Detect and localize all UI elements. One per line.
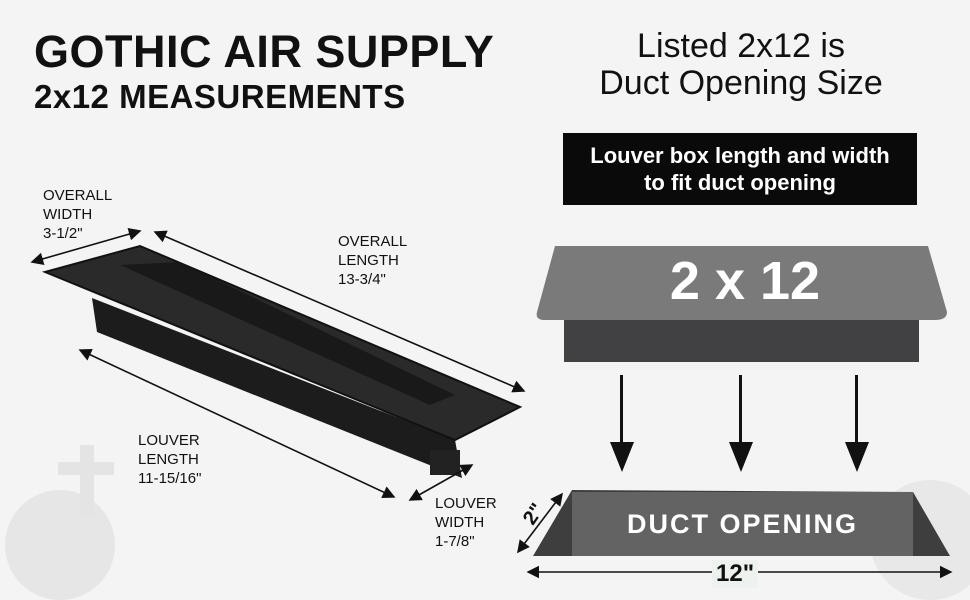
louver-box-size-label: 2 x 12 xyxy=(669,251,821,311)
overall-length-arrow xyxy=(153,230,526,393)
overall-width-label: OVERALL WIDTH 3-1/2" xyxy=(43,186,112,243)
label-line: LENGTH xyxy=(338,252,399,269)
dimension-arrows xyxy=(30,227,526,501)
overall-length-label: OVERALL LENGTH 13-3/4" xyxy=(338,232,407,289)
right-heading-line2: Duct Opening Size xyxy=(599,64,883,102)
background-splatter xyxy=(5,490,115,600)
label-line: LENGTH xyxy=(138,451,199,468)
info-box: Louver box length and width to fit duct … xyxy=(563,133,917,205)
label-line: WIDTH xyxy=(435,514,485,531)
louver-box-graphic xyxy=(536,246,947,362)
down-arrow-icon xyxy=(729,375,753,472)
label-line: OVERALL xyxy=(338,233,408,250)
duct-opening-graphic xyxy=(533,490,950,556)
louver-length-arrow xyxy=(78,348,396,499)
label-line: 1-7/8" xyxy=(435,533,475,550)
duct-length-label: 12" xyxy=(712,560,759,588)
down-arrow-icon xyxy=(610,375,634,472)
label-line: 11-15/16" xyxy=(138,470,202,487)
label-line: LOUVER xyxy=(435,495,497,512)
down-arrows xyxy=(610,375,869,472)
overall-width-arrow xyxy=(30,227,142,266)
label-line: WIDTH xyxy=(43,206,93,223)
louver-length-label: LOUVER LENGTH 11-15/16" xyxy=(138,431,201,488)
down-arrow-icon xyxy=(845,375,869,472)
info-box-line1: Louver box length and width xyxy=(590,143,890,168)
label-line: 3-1/2" xyxy=(43,225,83,242)
duct-opening-label: DUCT OPENING xyxy=(626,509,858,539)
label-line: LOUVER xyxy=(138,432,200,449)
label-line: OVERALL xyxy=(43,187,113,204)
page-subtitle: 2x12 MEASUREMENTS xyxy=(34,78,406,115)
label-line: 13-3/4" xyxy=(338,271,386,288)
duct-width-arrow xyxy=(517,492,563,554)
page-title: GOTHIC AIR SUPPLY xyxy=(34,26,495,77)
louver-width-arrow xyxy=(408,464,474,501)
louver-width-label: LOUVER WIDTH 1-7/8" xyxy=(435,494,497,551)
right-heading-line1: Listed 2x12 is xyxy=(637,27,845,65)
info-box-line2: to fit duct opening xyxy=(644,170,836,195)
vent-image xyxy=(41,244,523,478)
